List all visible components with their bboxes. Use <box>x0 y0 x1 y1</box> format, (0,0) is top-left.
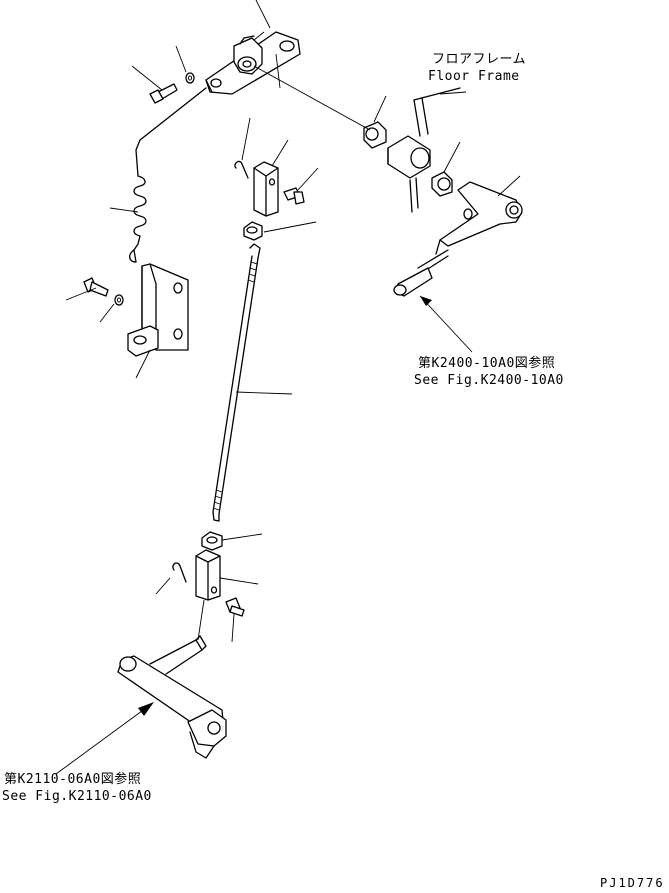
bracket-washer <box>114 294 124 306</box>
lower-clevis-pin <box>225 597 245 617</box>
right-lever-pin <box>463 208 473 220</box>
right-spacer <box>431 171 453 197</box>
cable-end <box>393 249 449 297</box>
pedal-shaft <box>117 635 227 759</box>
control-rod <box>212 243 261 522</box>
floor-frame-label-en: Floor Frame <box>428 69 520 84</box>
right-lever <box>435 181 523 255</box>
upper-clevis-pin <box>283 187 305 205</box>
upper-nut <box>243 221 263 241</box>
lower-reference-jp: 第K2110-06A0図参照 <box>4 772 142 787</box>
upper-washer <box>185 72 195 84</box>
spring-bracket <box>127 263 189 357</box>
lower-reference-en: See Fig.K2110-06A0 <box>2 789 152 804</box>
upper-reference-jp: 第K2400-10A0図参照 <box>418 356 556 371</box>
center-line <box>253 65 371 131</box>
bushing <box>363 121 387 149</box>
upper-reference-en: See Fig.K2400-10A0 <box>414 373 564 388</box>
reference-arrows <box>138 296 432 716</box>
upper-lever <box>205 31 301 95</box>
bracket-bolt <box>83 277 109 297</box>
floor-frame-bracket <box>409 87 461 213</box>
lower-clevis <box>195 549 221 601</box>
floor-frame-label-jp: フロアフレーム <box>432 52 527 67</box>
drawing-code: PJ1D776 <box>600 876 665 890</box>
lower-link-line <box>197 599 205 641</box>
upper-cotter-pin <box>234 160 249 179</box>
rod-center-line <box>253 31 281 89</box>
lower-nut <box>201 531 223 551</box>
upper-clevis <box>253 161 279 217</box>
lower-cotter-pin <box>172 562 187 583</box>
upper-bolt <box>149 83 178 104</box>
cross-shaft-tube <box>387 135 431 179</box>
spring <box>129 87 207 263</box>
leader-lines <box>55 0 521 775</box>
